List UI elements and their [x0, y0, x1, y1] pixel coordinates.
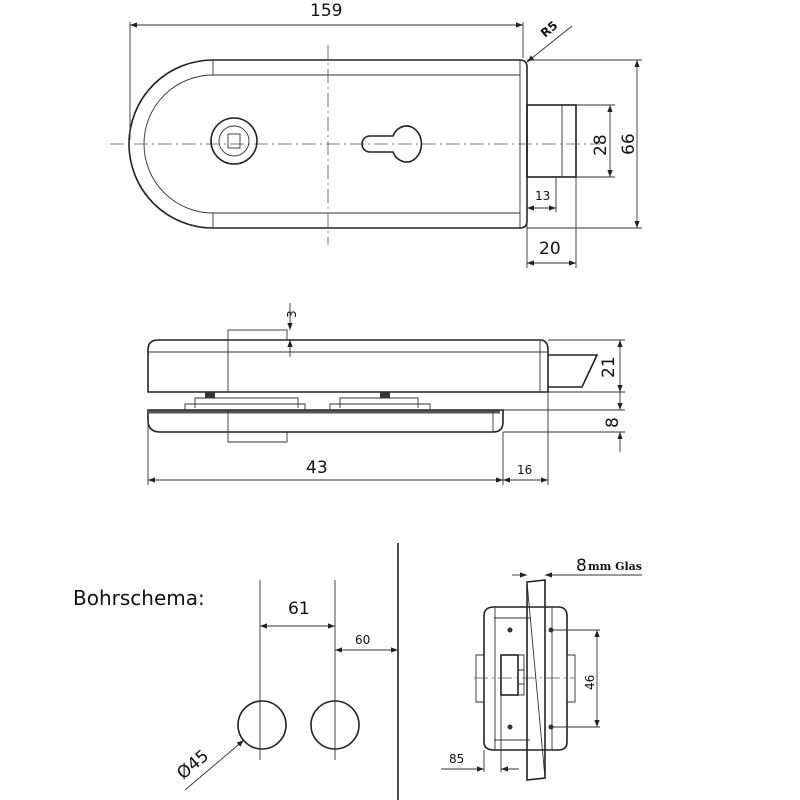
dim-height: 66	[619, 133, 639, 155]
dim-width: 159	[310, 1, 342, 21]
dim-edge: 60	[355, 633, 370, 647]
dim-radius: R5	[538, 18, 560, 40]
keyhole-icon	[361, 125, 423, 163]
glass-thickness-number: 8	[576, 556, 587, 576]
drill-hole-1	[237, 700, 287, 750]
drilling-title: Bohrschema:	[73, 586, 205, 610]
dim-body-height: 21	[599, 356, 619, 378]
dim-diameter: Ø45	[173, 746, 213, 784]
lock-cylinder-icon	[210, 117, 258, 165]
dim-offset: 85	[449, 752, 464, 766]
dim-bolt: 16	[517, 463, 532, 477]
dim-bolt-inner: 13	[535, 189, 550, 203]
dim-tab: 3	[285, 310, 299, 318]
drilling-scheme: Bohrschema: 61 60 Ø45	[73, 543, 399, 800]
dim-length: 43	[306, 458, 328, 478]
dim-spacing: 61	[288, 599, 310, 619]
installation-detail: 46 8 mm Glas 85	[441, 556, 642, 781]
dim-bolt-height: 28	[591, 134, 611, 156]
top-view: 159 R5 66 28 13 20	[110, 1, 642, 268]
side-view: 3 21 8 43 16	[147, 303, 625, 485]
dim-hole-spacing: 46	[583, 675, 597, 690]
dim-plate-height: 8	[603, 417, 623, 428]
dim-bolt-length: 20	[539, 239, 561, 259]
drill-hole-2	[310, 700, 360, 750]
glass-thickness-unit: mm Glas	[588, 560, 642, 573]
